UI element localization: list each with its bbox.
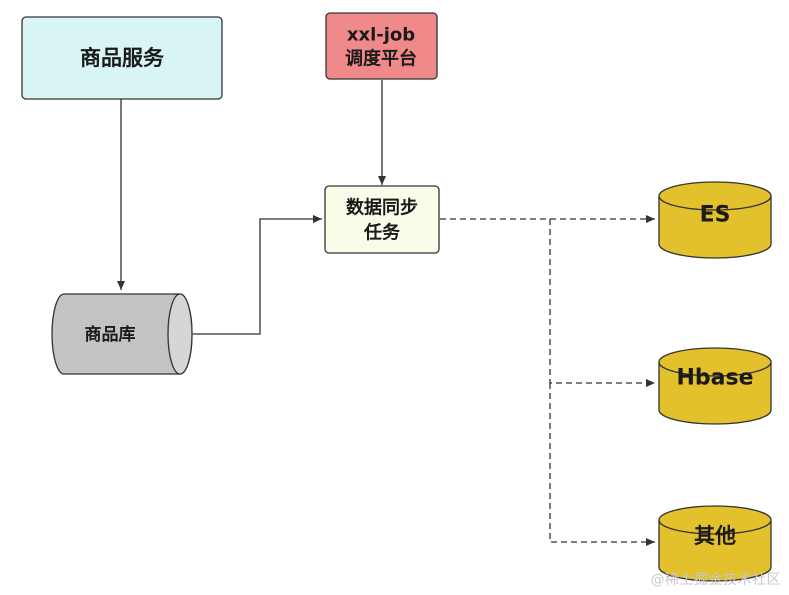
edge-db-to-sync xyxy=(193,215,322,335)
scheduler-label-line2: 调度平台 xyxy=(345,48,417,70)
product-db-end xyxy=(167,293,193,375)
product-service-label: 商品服务 xyxy=(80,46,165,70)
scheduler-node: xxl-job 调度平台 xyxy=(325,12,438,80)
connectors xyxy=(117,80,655,546)
es-label: ES xyxy=(700,203,731,228)
sync-task-box xyxy=(324,185,440,254)
product-db-node: 商品库 xyxy=(51,293,193,375)
other-top xyxy=(658,505,772,535)
hbase-label: Hbase xyxy=(676,366,753,391)
hbase-node: Hbase xyxy=(658,347,772,425)
edge-sync-to-other xyxy=(549,383,655,546)
es-body xyxy=(658,196,772,259)
sync-task-label-line2: 任务 xyxy=(363,222,401,244)
product-service-node: 商品服务 xyxy=(21,16,223,100)
es-node: ES xyxy=(658,181,772,259)
scheduler-box xyxy=(325,12,438,80)
hbase-top xyxy=(658,347,772,377)
scheduler-label-line1: xxl-job xyxy=(347,25,415,46)
sync-task-node: 数据同步 任务 xyxy=(324,185,440,254)
watermark: @稀土掘金技术社区 xyxy=(650,572,781,588)
other-label: 其他 xyxy=(694,524,736,548)
other-body xyxy=(658,520,772,582)
other-node: 其他 xyxy=(658,505,772,582)
edge-sync-to-hbase xyxy=(549,219,655,387)
sync-task-label-line1: 数据同步 xyxy=(346,197,418,219)
product-db-label: 商品库 xyxy=(85,324,136,345)
hbase-body xyxy=(658,362,772,425)
es-top xyxy=(658,181,772,211)
product-service-box xyxy=(21,16,223,100)
